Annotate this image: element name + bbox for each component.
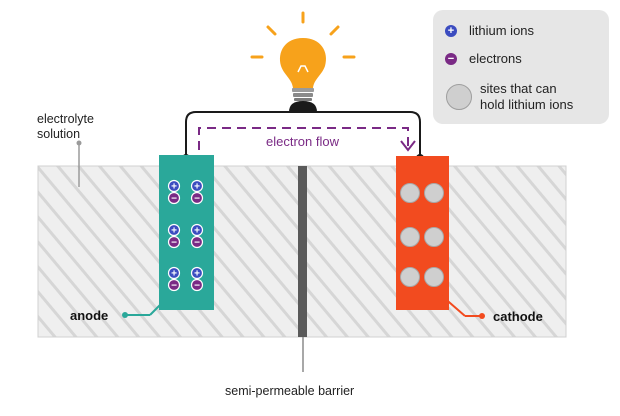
lithium-ion-icon xyxy=(190,179,204,193)
lithium-site xyxy=(400,227,420,247)
anode-pointer-dot xyxy=(122,312,128,318)
electron-icon xyxy=(190,235,204,249)
electron-icon xyxy=(167,278,181,292)
anode-label: anode xyxy=(70,308,109,323)
lithium-site xyxy=(424,227,444,247)
electron-icon xyxy=(190,278,204,292)
electron-icon: − xyxy=(445,53,457,65)
plus-sign: + xyxy=(171,182,177,193)
lithium-ion-icon xyxy=(167,179,181,193)
plus-sign: + xyxy=(194,182,200,193)
barrier-label: semi-permeable barrier xyxy=(225,384,355,398)
lithium-site xyxy=(400,183,420,203)
lithium-ion-icon: + xyxy=(445,25,457,37)
lithium-ion-icon xyxy=(167,266,181,280)
site-icon xyxy=(446,84,472,110)
electron-icon xyxy=(167,235,181,249)
legend-item-lithium-ions: + lithium ions xyxy=(445,23,534,39)
minus-sign: − xyxy=(194,194,200,205)
cathode-pointer-diag xyxy=(441,295,466,317)
legend-label-electrons: electrons xyxy=(469,51,522,66)
electron-flow-label: electron flow xyxy=(266,134,339,149)
electron-icon xyxy=(167,191,181,205)
electron-flow-arrow xyxy=(198,127,409,150)
minus-sign: − xyxy=(171,281,177,292)
legend-item-electrons: − electrons xyxy=(445,51,522,67)
legend-item-sites: sites that can hold lithium ions xyxy=(446,81,573,113)
plus-sign: + xyxy=(194,226,200,237)
lithium-ion-icon xyxy=(190,266,204,280)
cathode-site-group xyxy=(400,183,444,287)
plus-sign: + xyxy=(171,269,177,280)
legend-label-sites: sites that can hold lithium ions xyxy=(480,81,574,112)
lithium-site xyxy=(424,267,444,287)
electron-flow-arrowhead xyxy=(400,140,416,152)
lithium-ion-icon xyxy=(190,223,204,237)
semi-permeable-barrier xyxy=(298,166,307,337)
lithium-site xyxy=(424,183,444,203)
anode-ion-group: +−+−+−+−+−+− xyxy=(167,179,204,292)
electrolyte-label: electrolyte solution xyxy=(37,112,94,141)
anode-electrode xyxy=(159,155,214,310)
minus-sign: − xyxy=(194,238,200,249)
minus-sign: − xyxy=(194,281,200,292)
cathode-label: cathode xyxy=(493,309,543,324)
legend-label-lithium-ions: lithium ions xyxy=(469,23,535,38)
light-bulb-icon xyxy=(250,11,356,112)
plus-sign: + xyxy=(171,226,177,237)
legend-panel: + lithium ions − electrons sites that ca… xyxy=(433,10,609,124)
anode-pointer-diag xyxy=(149,292,173,316)
minus-sign: − xyxy=(171,194,177,205)
electron-icon xyxy=(190,191,204,205)
plus-sign: + xyxy=(194,269,200,280)
electrolyte-pointer-dot xyxy=(76,140,82,146)
lithium-site xyxy=(400,267,420,287)
minus-sign: − xyxy=(171,238,177,249)
cathode-pointer-dot xyxy=(479,313,485,319)
lithium-ion-icon xyxy=(167,223,181,237)
